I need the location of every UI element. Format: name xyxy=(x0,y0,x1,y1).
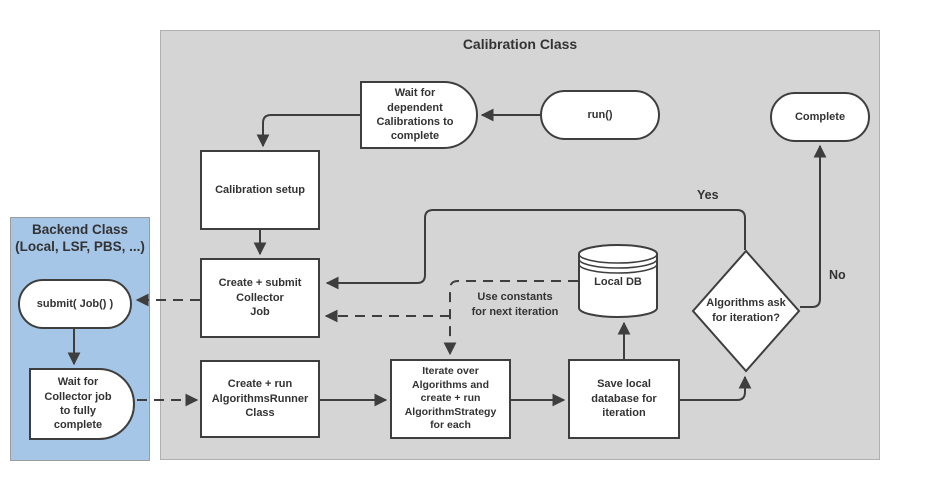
node-iterate-over-algorithms: Iterate over Algorithms and create + run… xyxy=(390,359,511,439)
node-local-db: Local DB xyxy=(578,244,658,318)
node-create-run-algorithms-runner: Create + run AlgorithmsRunner Class xyxy=(200,360,320,438)
node-wait-collector-job: Wait for Collector job to fully complete xyxy=(29,368,135,440)
node-submit-job: submit( Job() ) xyxy=(18,279,132,329)
edge-label-yes: Yes xyxy=(697,188,719,202)
node-run: run() xyxy=(540,90,660,140)
node-complete: Complete xyxy=(770,92,870,142)
node-wait-dependent-calibrations: Wait for dependent Calibrations to compl… xyxy=(360,81,478,149)
node-create-submit-collector-job: Create + submit Collector Job xyxy=(200,258,320,338)
decision-label: Algorithms ask for iteration? xyxy=(706,297,786,324)
node-save-local-database: Save local database for iteration xyxy=(568,359,680,439)
backend-class-title: Backend Class (Local, LSF, PBS, ...) xyxy=(15,222,145,254)
edge-label-use-constants: Use constants for next iteration xyxy=(471,291,559,318)
node-decision-algorithms-ask: Algorithms ask for iteration? xyxy=(691,249,801,373)
local-db-label: Local DB xyxy=(594,276,642,288)
node-calibration-setup: Calibration setup xyxy=(200,150,320,230)
edge-label-no: No xyxy=(829,268,846,282)
calibration-class-title: Calibration Class xyxy=(462,36,578,52)
